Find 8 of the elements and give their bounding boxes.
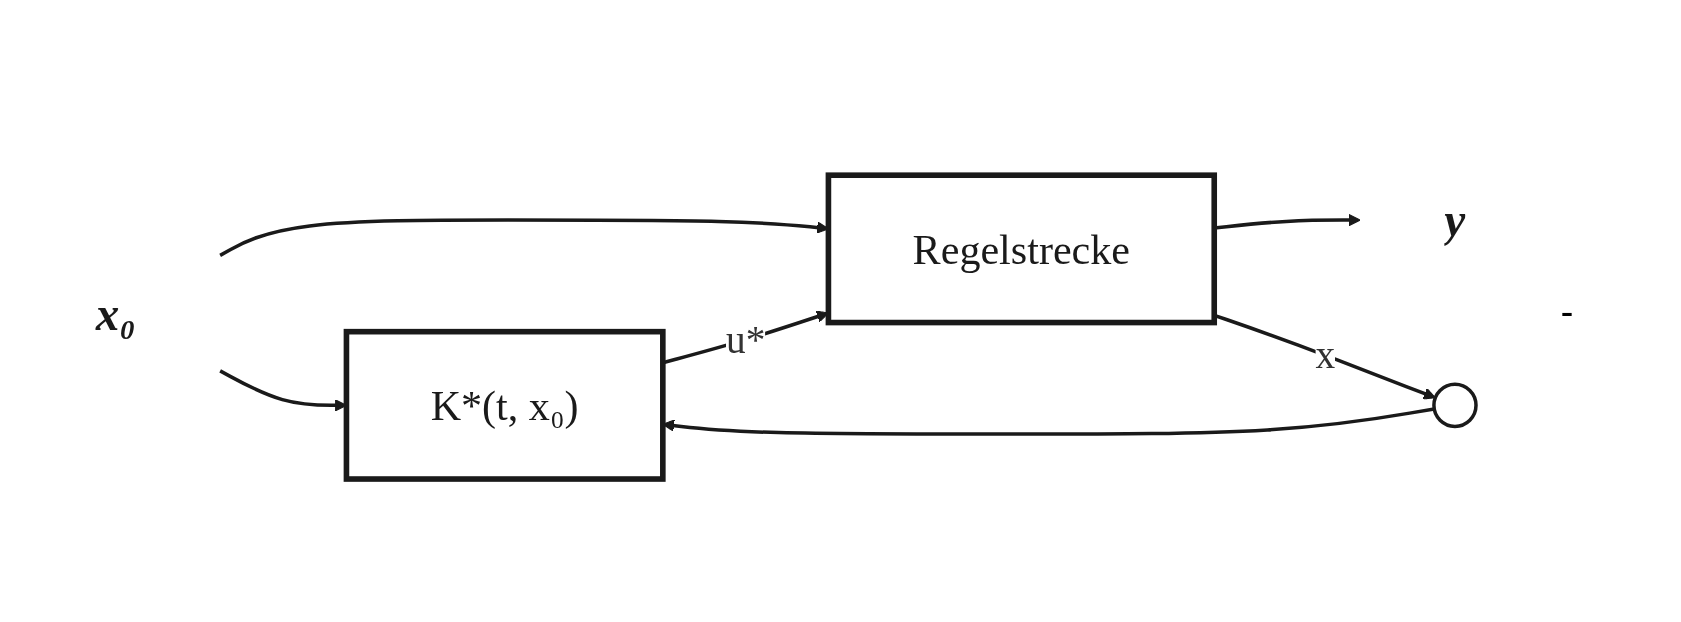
node-box: K*(t, x₀) (343, 329, 666, 483)
node-text: y (1444, 194, 1466, 247)
node-box: Regelstrecke (825, 172, 1218, 326)
sign-label: - (1561, 290, 1574, 332)
node-circle (1432, 382, 1478, 429)
edge-label: x (1315, 333, 1336, 377)
node-text: x₀ (95, 288, 136, 341)
edge-label: u* (725, 318, 766, 362)
